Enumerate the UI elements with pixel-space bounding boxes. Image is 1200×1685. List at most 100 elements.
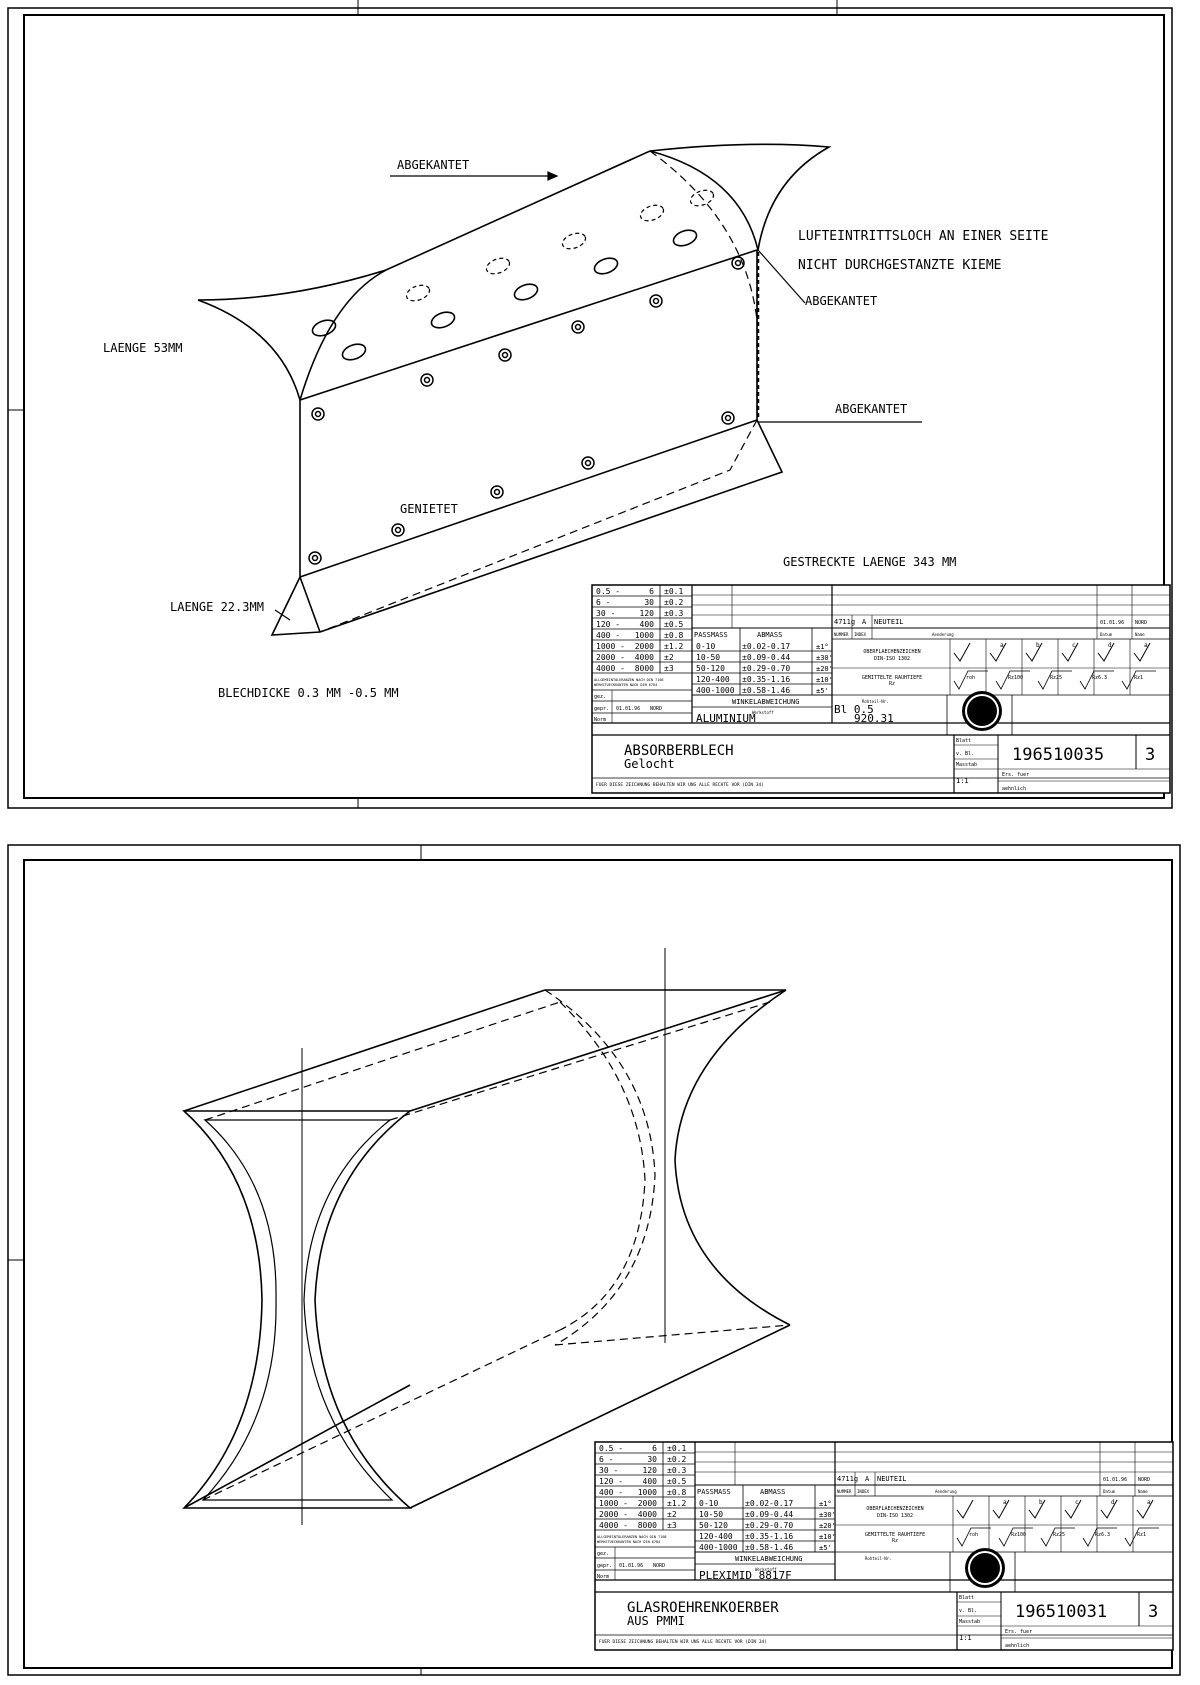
general-tolerance-note: ALLGEMEINTOLERANZEN NACH DIN 7168 [597, 1535, 667, 1539]
label-ers-fuer: Ers. fuer [1005, 1629, 1032, 1635]
label-norm: Norm [594, 717, 606, 723]
label-abgekantet-right: ABGEKANTET [805, 294, 877, 308]
tolerance-range: 400 - [596, 631, 620, 640]
tolerance-value: ±0.5 [667, 1477, 686, 1486]
tolerance-range: 1000 - [599, 1499, 628, 1508]
angle-deviation: ±1° [816, 643, 829, 651]
roughness-value: Rz6.3 [1095, 1532, 1110, 1538]
tolerance-range-end: 30 [647, 1455, 657, 1464]
label-index: INDEX [857, 1489, 870, 1494]
fit-deviation: ±0.09-0.44 [742, 653, 790, 662]
passmass-header: PASSMASS [694, 631, 728, 639]
roughness-value: roh [966, 675, 975, 681]
roughness-value: Rz100 [1008, 675, 1023, 681]
fit-deviation: ±0.29-0.70 [742, 664, 790, 673]
tolerance-value: ±0.5 [664, 620, 683, 629]
surface-letter: b [1036, 642, 1040, 649]
tolerance-range-end: 8000 [638, 1521, 657, 1530]
fit-range: 50-120 [696, 664, 725, 673]
tolerance-range: 0.5 - [599, 1444, 623, 1453]
centerlines [301, 948, 666, 1525]
surface-letter: d [1111, 1499, 1115, 1506]
tolerance-value: ±0.2 [664, 598, 683, 607]
hidden-holes [405, 189, 715, 302]
tolerance-range-end: 120 [643, 1466, 658, 1475]
angle-deviation: ±20' [819, 1522, 836, 1530]
surface-letter: c [1072, 642, 1076, 649]
surface-symbol [953, 642, 971, 662]
rivet [571, 320, 585, 334]
werkstoff-label: Werkstoff [752, 710, 774, 715]
din-iso-label: DIN-ISO 1302 [874, 656, 910, 662]
label-aehnlich: aehnlich [1005, 1643, 1029, 1649]
fit-deviation: ±0.35-1.16 [742, 675, 790, 684]
label-gez: gez. [594, 694, 606, 700]
rights-footer: FUER DIESE ZEICHNUNG BEHALTEN WIR UNS AL… [599, 1639, 767, 1645]
tolerance-range: 1000 - [596, 642, 625, 651]
fit-deviation: ±0.29-0.70 [745, 1521, 793, 1530]
tolerance-range-end: 400 [640, 620, 655, 629]
surface-symbol [992, 1499, 1010, 1519]
label-gez: gez. [597, 1551, 609, 1557]
label-name: Name [1135, 632, 1145, 637]
surface-letter: a [1000, 642, 1004, 649]
fit-deviation: ±0.02-0.17 [745, 1499, 793, 1508]
surface-symbol [1136, 1499, 1154, 1519]
rights-footer: FUER DIESE ZEICHNUNG BEHALTEN WIR UNS AL… [596, 782, 764, 788]
fit-range: 120-400 [699, 1532, 733, 1541]
label-gepr: gepr. [594, 706, 609, 712]
revision-name: NORD [1135, 620, 1147, 626]
label-datum: Datum [1100, 632, 1113, 637]
roughness-value: Rz25 [1053, 1532, 1065, 1538]
rz-label: Rz [892, 1538, 898, 1544]
tolerance-range: 2000 - [599, 1510, 628, 1519]
abmass-header: ABMASS [757, 631, 782, 639]
rohteil-label: Rohteil-Nr. [862, 699, 889, 704]
tolerance-range: 30 - [599, 1466, 618, 1475]
angle-deviation: ±30' [816, 654, 833, 662]
angle-deviation: ±20' [816, 665, 833, 673]
tolerance-value: ±2 [667, 1510, 677, 1519]
tolerance-range-end: 1000 [638, 1488, 657, 1497]
sheet1-labels: ABGEKANTET LUFTEINTRITTSLOCH AN EINER SE… [103, 158, 1048, 700]
absorber-sheet-drawing [197, 143, 832, 636]
label-aenderung: Aenderung [935, 1489, 957, 1494]
label-norm: Norm [597, 1574, 609, 1580]
norm-value: NORD [650, 706, 662, 712]
tolerance-range: 6 - [599, 1455, 613, 1464]
sachnr-line1: Bl 0.5 [834, 703, 874, 716]
label-v-bl: v. Bl. [956, 751, 974, 757]
label-aehnlich: aehnlich [1002, 786, 1026, 792]
tolerance-range: 2000 - [596, 653, 625, 662]
rivet [721, 411, 735, 425]
rivet [311, 407, 325, 421]
label-blatt: Blatt [959, 1595, 974, 1601]
tolerance-range: 4000 - [596, 664, 625, 673]
fit-deviation: ±0.35-1.16 [745, 1532, 793, 1541]
label-massstab: Masstab [959, 1619, 980, 1625]
tolerance-value: ±2 [664, 653, 674, 662]
surface-symbol [1064, 1499, 1082, 1519]
tolerance-range-end: 120 [640, 609, 655, 618]
surface-letter: a [1147, 1499, 1151, 1506]
angle-deviation: ±10' [816, 676, 833, 684]
revision-letter: A [862, 618, 867, 626]
date-value: 01.01.96 [616, 706, 640, 712]
revision-letter: A [865, 1475, 870, 1483]
sachnr-line2: 920.31 [854, 712, 894, 725]
drawing-title: GLASROEHRENKOERBER [627, 1600, 779, 1616]
angle-deviation: ±5' [816, 687, 829, 695]
tolerance-value: ±0.8 [667, 1488, 686, 1497]
rauhtiefe-label: GEMITTELTE RAUHTIEFE [862, 675, 922, 681]
sheet2-frame [7, 844, 1181, 1676]
tolerance-value: ±0.1 [664, 587, 683, 596]
label-laenge-22: LAENGE 22.3MM [170, 600, 264, 614]
drawing-number: 196510035 [1012, 745, 1104, 765]
drawing-subtitle: Gelocht [624, 757, 675, 771]
fit-range: 400-1000 [696, 686, 735, 695]
werkstoff-label: Werkstoff [755, 1567, 777, 1572]
label-name: Name [1138, 1489, 1148, 1494]
leader-lines [274, 171, 922, 621]
fit-range: 10-50 [696, 653, 720, 662]
